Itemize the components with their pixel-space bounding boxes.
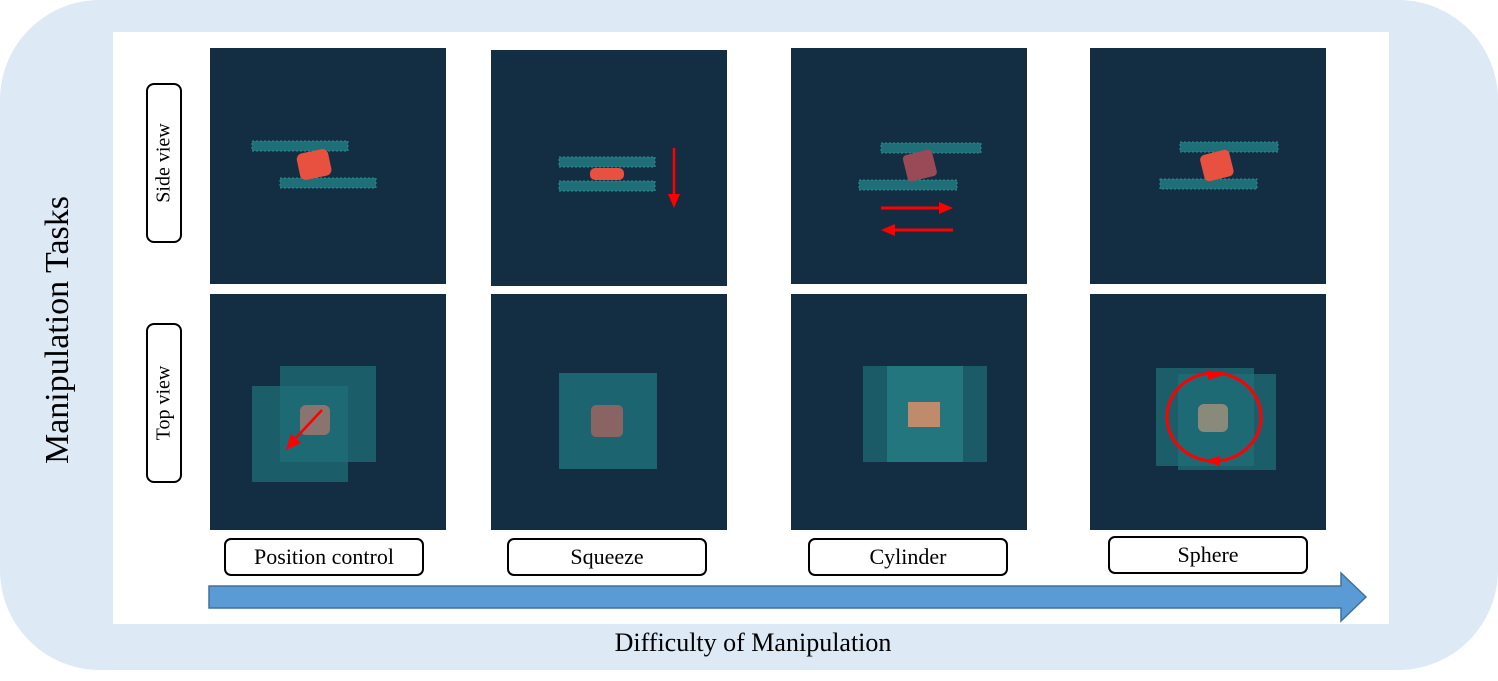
figure-title: Manipulation Tasks	[39, 195, 76, 465]
x-axis-label: Difficulty of Manipulation	[614, 628, 892, 657]
rotation-circle	[1165, 370, 1263, 466]
panel-sphere-side	[1090, 48, 1326, 284]
squeeze-arrow	[668, 148, 680, 208]
column-label-sphere: Sphere	[1108, 536, 1308, 574]
panel-squeeze-side	[491, 50, 727, 286]
difficulty-arrow	[208, 571, 1368, 623]
row-label-side-view: Side view	[146, 83, 182, 243]
position-arrow	[286, 409, 323, 450]
row-label-side-view-text: Side view	[152, 123, 175, 203]
column-label-squeeze: Squeeze	[507, 538, 707, 576]
row-label-top-view: Top view	[146, 323, 182, 483]
panel-squeeze-top	[491, 294, 727, 530]
panel-position-control-top	[210, 294, 446, 530]
panel-cylinder-side	[791, 48, 1027, 284]
column-label-position-control: Position control	[224, 538, 424, 576]
panel-cylinder-top	[791, 294, 1027, 530]
rotation-arrows	[881, 202, 953, 236]
panel-sphere-top	[1090, 294, 1326, 530]
row-label-top-view-text: Top view	[152, 365, 175, 441]
column-label-cylinder: Cylinder	[808, 538, 1008, 576]
panel-position-control-side	[210, 48, 446, 284]
